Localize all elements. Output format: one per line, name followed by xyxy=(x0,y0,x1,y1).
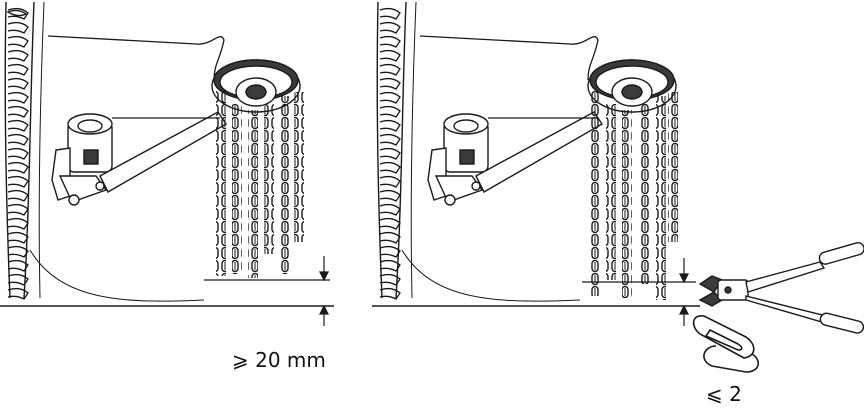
tread-lug xyxy=(379,7,401,20)
tread-lug xyxy=(379,21,401,34)
tread-lug xyxy=(379,189,401,202)
tread-lug xyxy=(379,259,401,272)
tire-tread xyxy=(376,1,417,299)
dimension-arrow-icon xyxy=(319,256,329,326)
tread-lug xyxy=(379,105,401,118)
max-link-remainder-label: ⩽ 2 xyxy=(706,382,742,406)
tread-lug xyxy=(379,273,401,286)
tread-lug xyxy=(7,105,29,118)
mounting-bracket xyxy=(427,113,489,206)
tread-lug xyxy=(7,259,29,272)
tread-lug xyxy=(7,91,29,104)
tread-lug xyxy=(7,63,29,76)
dimension-arrow-icon xyxy=(679,258,689,326)
chain-link-icon xyxy=(692,315,759,373)
tread-lug xyxy=(379,63,401,76)
tread-lug xyxy=(379,91,401,104)
chain-hub xyxy=(587,59,677,113)
tread-lug xyxy=(7,175,29,188)
tread-lug xyxy=(379,49,401,62)
tread-lug xyxy=(7,217,29,230)
tread-lug xyxy=(379,147,401,160)
tread-lug xyxy=(7,133,29,146)
panel-left xyxy=(0,1,334,326)
tread-lug xyxy=(7,245,29,258)
tread-lug xyxy=(379,133,401,146)
tread-lug xyxy=(379,161,401,174)
tread-lug xyxy=(7,35,29,48)
tread-lug xyxy=(379,245,401,258)
bolt-cutter-icon xyxy=(698,242,864,334)
tread-lug xyxy=(379,217,401,230)
tread-lug xyxy=(379,231,401,244)
chain-hub xyxy=(211,59,301,113)
tread-lug xyxy=(379,175,401,188)
tread-lug xyxy=(379,77,401,90)
tread-lug xyxy=(379,119,401,132)
tread-lug xyxy=(7,77,29,90)
tread-lug xyxy=(379,287,401,300)
tire-tread xyxy=(4,1,45,299)
tread-lug xyxy=(7,231,29,244)
chain-strands-left xyxy=(216,90,304,278)
panel-right xyxy=(372,1,864,373)
tread-lug xyxy=(7,273,29,286)
tread-lug xyxy=(7,147,29,160)
tread-lug xyxy=(7,49,29,62)
min-clearance-label: ⩾ 20 mm xyxy=(232,348,326,372)
tread-lug xyxy=(7,21,29,34)
tread-lug xyxy=(7,119,29,132)
tread-lug xyxy=(7,189,29,202)
mounting-bracket xyxy=(51,113,113,206)
tread-lug xyxy=(7,161,29,174)
tread-lug xyxy=(7,287,29,300)
tread-lug xyxy=(379,35,401,48)
tread-lug xyxy=(7,7,29,20)
chain-strands-right xyxy=(590,90,678,300)
tread-lug xyxy=(7,203,29,216)
tread-lug xyxy=(379,203,401,216)
